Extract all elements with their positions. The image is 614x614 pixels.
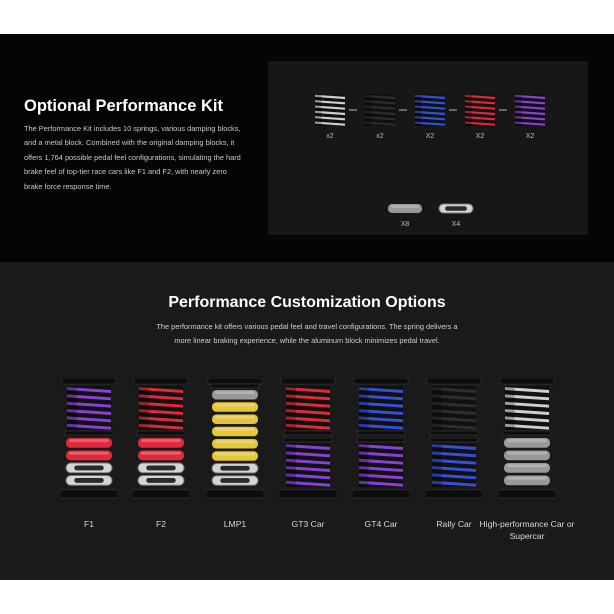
block-red	[66, 438, 112, 448]
kit-block-qty: X8	[401, 221, 410, 228]
kit-separator	[449, 109, 457, 111]
option-rally-figure	[425, 378, 483, 500]
top-plate	[426, 378, 482, 385]
option-f1-figure	[60, 378, 118, 500]
block-metal	[137, 462, 185, 474]
bottom-spring-blue	[432, 443, 476, 487]
option-gt4-figure	[352, 378, 410, 500]
option-f2-figure	[132, 378, 190, 500]
block-red	[138, 450, 184, 461]
block-blue	[504, 463, 550, 473]
kit-spring-qty: x2	[326, 133, 334, 140]
kit-spring-black	[365, 94, 395, 126]
mid-plate	[283, 430, 333, 436]
kit-spring-qty: X2	[426, 133, 435, 140]
customization-title: Performance Customization Options	[168, 294, 446, 311]
option-label-f1: F1	[83, 519, 95, 529]
base-plate	[425, 489, 483, 499]
option-gt3-figure	[279, 378, 337, 500]
kit-block-metal	[438, 203, 474, 214]
top-plate	[61, 378, 117, 385]
option-label-rally: Rally Car	[436, 519, 472, 529]
block-yellow	[212, 414, 258, 425]
mid-plate	[136, 430, 186, 436]
kit-spring-qty: X2	[526, 133, 535, 140]
top-plate	[280, 378, 336, 385]
top-spring-red	[139, 386, 183, 430]
kit-separator	[499, 109, 507, 111]
mid-plate	[210, 383, 260, 389]
top-plate	[207, 378, 263, 385]
top-plate	[499, 378, 555, 385]
lower-plate	[356, 437, 406, 443]
option-label-f2: F2	[155, 519, 167, 529]
mid-plate	[502, 430, 552, 436]
block-blue	[504, 438, 550, 448]
block-yellow	[212, 451, 258, 461]
option-supercar-figure	[498, 378, 556, 500]
base-plate	[206, 489, 264, 499]
kit-spring-red	[465, 94, 495, 126]
top-spring-black	[432, 386, 476, 430]
top-spring-blue	[359, 386, 403, 430]
block-yellow	[212, 402, 258, 412]
base-plate	[279, 489, 337, 499]
block-metal	[137, 475, 185, 486]
kit-block-qty: X4	[452, 221, 461, 228]
option-label-lmp1: LMP1	[223, 519, 247, 529]
kit-spring-qty: X2	[476, 133, 485, 140]
kit-block-blue	[388, 204, 422, 213]
block-metal	[65, 475, 113, 486]
bottom-spring-purple	[359, 443, 403, 487]
kit-separator	[399, 109, 407, 111]
block-red	[66, 450, 112, 461]
base-plate	[132, 489, 190, 499]
kit-spring-white	[315, 94, 345, 126]
top-spring-purple	[67, 386, 111, 430]
mid-plate	[64, 430, 114, 436]
top-spring-white	[505, 386, 549, 430]
customization-section: Performance Customization Options The pe…	[0, 262, 614, 580]
lower-plate	[283, 437, 333, 443]
option-label-gt4: GT4 Car	[364, 519, 398, 529]
block-metal	[211, 475, 259, 486]
top-plate	[133, 378, 189, 385]
option-lmp1-figure	[206, 378, 264, 500]
kit-title: Optional Performance Kit	[24, 97, 223, 115]
top-plate	[353, 378, 409, 385]
option-label-supercar: High-performance Car or Supercar	[479, 519, 575, 541]
block-blue	[504, 450, 550, 461]
lower-plate	[429, 437, 479, 443]
top-spring-red	[286, 386, 330, 430]
block-metal	[211, 463, 259, 474]
kit-description: The Performance Kit includes 10 springs,…	[24, 124, 241, 191]
kit-spring-purple	[515, 94, 545, 126]
block-yellow	[212, 426, 258, 437]
block-yellow	[212, 439, 258, 449]
customization-description: The performance kit offers various pedal…	[156, 322, 458, 345]
kit-separator	[349, 109, 357, 111]
option-label-gt3: GT3 Car	[291, 519, 325, 529]
block-blue	[212, 390, 258, 400]
block-metal	[65, 462, 113, 474]
base-plate	[60, 489, 118, 499]
kit-section: Optional Performance Kit The Performance…	[0, 34, 614, 262]
bottom-spring-purple	[286, 443, 330, 487]
mid-plate	[356, 430, 406, 436]
base-plate	[352, 489, 410, 499]
block-red	[138, 438, 184, 448]
kit-spring-blue	[415, 94, 445, 126]
kit-spring-qty: x2	[376, 133, 384, 140]
block-blue	[504, 475, 550, 486]
base-plate	[498, 489, 556, 499]
mid-plate	[429, 430, 479, 436]
